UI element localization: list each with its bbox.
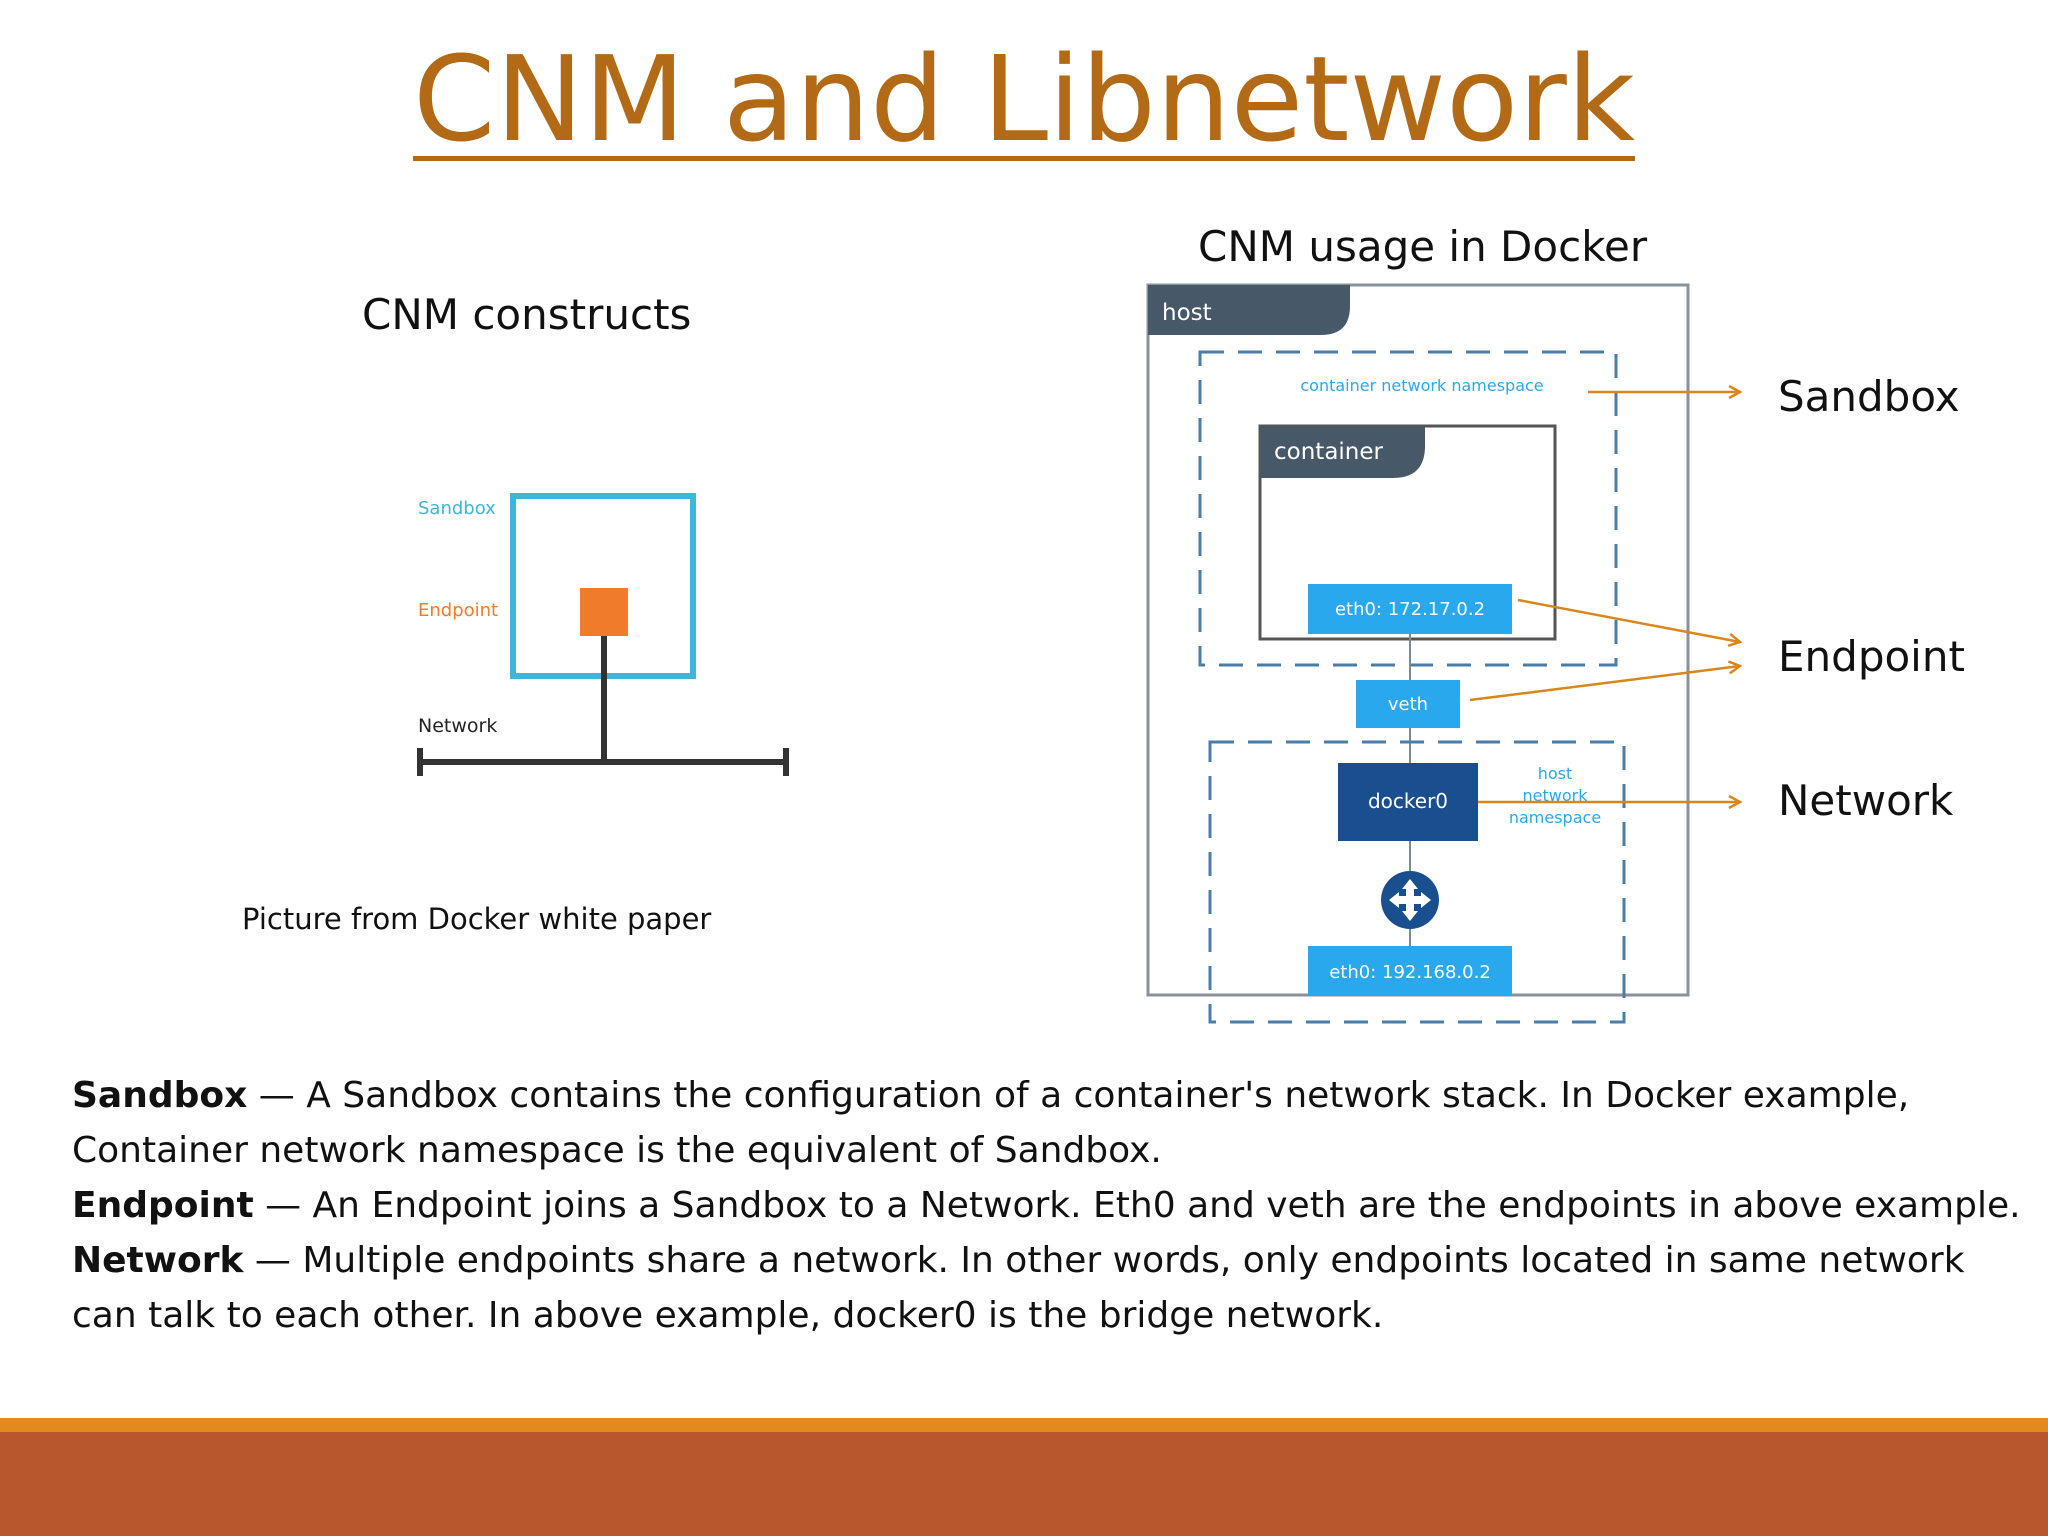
endpoint-arrow-veth — [1469, 666, 1740, 702]
descriptions: Sandbox — A Sandbox contains the configu… — [72, 1068, 2032, 1343]
cnm-constructs-caption: CNM constructs — [362, 290, 692, 339]
host-namespace-label-3: namespace — [1509, 808, 1601, 827]
container-tab-label: container — [1274, 439, 1384, 465]
eth0-container-box — [1308, 584, 1512, 634]
slide-title: CNM and Libnetwork — [412, 30, 1636, 168]
docker0-label: docker0 — [1368, 789, 1448, 813]
host-namespace-box — [1208, 740, 1626, 1024]
endpoint-description: Endpoint — An Endpoint joins a Sandbox t… — [72, 1178, 2032, 1233]
slide-title-wrap: CNM and Libnetwork — [0, 30, 2048, 168]
endpoint-square — [580, 588, 628, 636]
eth0-container-label: eth0: 172.17.0.2 — [1335, 599, 1485, 620]
cnm-docker-caption: CNM usage in Docker — [1198, 222, 1648, 271]
endpoint-label: Endpoint — [418, 600, 498, 621]
figure-credit: Picture from Docker white paper — [242, 902, 712, 936]
network-description: Network — Multiple endpoints share a net… — [72, 1233, 2032, 1343]
endpoint-term: Endpoint — [72, 1185, 254, 1226]
network-text: — Multiple endpoints share a network. In… — [72, 1240, 1965, 1336]
network-term: Network — [72, 1240, 244, 1281]
eth0-host-box — [1308, 946, 1512, 996]
footer-line — [0, 1418, 2048, 1432]
host-namespace-label-2: network — [1523, 786, 1589, 805]
network-callout: Network — [1778, 776, 1954, 825]
eth0-host-label: eth0: 192.168.0.2 — [1329, 962, 1491, 983]
container-namespace-label: container network namespace — [1300, 376, 1543, 395]
veth-label: veth — [1388, 694, 1428, 715]
cnm-docker-diagram: host container network namespace contain… — [1146, 283, 2040, 1024]
footer-band — [0, 1432, 2048, 1536]
sandbox-label: Sandbox — [418, 498, 496, 519]
host-tab-label: host — [1162, 300, 1212, 326]
endpoint-text: — An Endpoint joins a Sandbox to a Netwo… — [253, 1185, 2021, 1226]
host-namespace-label-1: host — [1538, 764, 1573, 783]
docker0-box — [1338, 763, 1478, 841]
host-tab — [1148, 285, 1350, 335]
sandbox-text: — A Sandbox contains the configuration o… — [72, 1075, 1910, 1171]
router-icon — [1381, 871, 1439, 929]
sandbox-description: Sandbox — A Sandbox contains the configu… — [72, 1068, 2032, 1178]
container-tab — [1260, 426, 1425, 478]
cnm-constructs-diagram: Sandbox Endpoint Network — [417, 493, 789, 776]
sandbox-callout: Sandbox — [1778, 372, 1960, 421]
veth-box — [1356, 680, 1460, 728]
endpoint-callout: Endpoint — [1778, 632, 1965, 681]
container-namespace-box — [1198, 350, 1618, 667]
sandbox-term: Sandbox — [72, 1075, 248, 1116]
endpoint-arrow-eth0 — [1517, 598, 1740, 642]
network-label: Network — [418, 715, 497, 737]
